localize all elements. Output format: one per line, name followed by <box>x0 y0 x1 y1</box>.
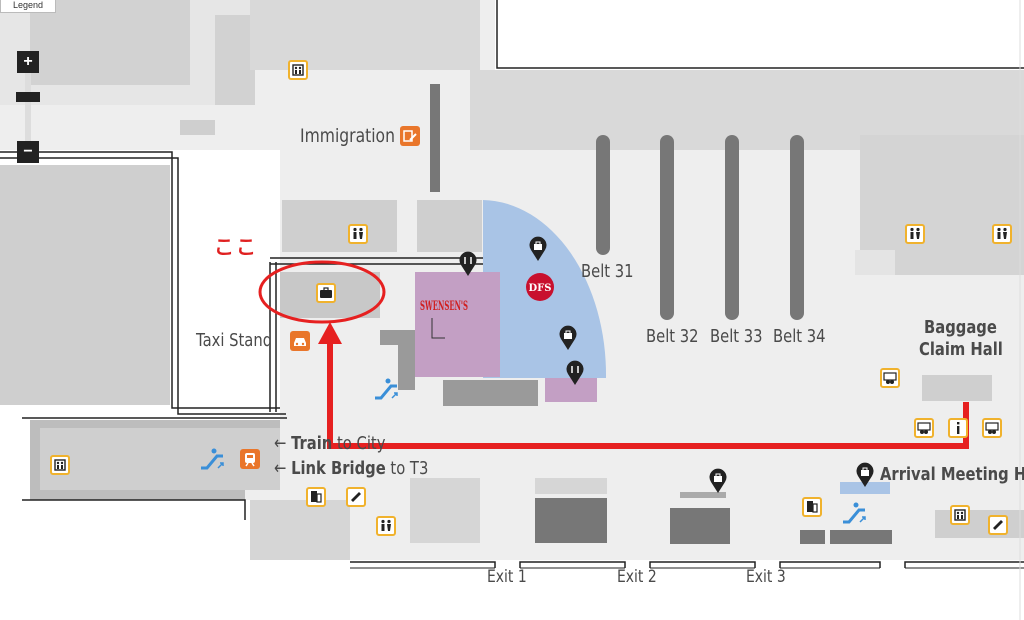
restaurant-pin-icon[interactable] <box>565 360 585 386</box>
baggage-service-icon[interactable] <box>316 283 336 303</box>
currency-exchange-icon[interactable] <box>914 418 934 438</box>
link-arrow: ← <box>274 458 292 479</box>
train-icon[interactable] <box>240 449 260 469</box>
shopping-pin-icon[interactable] <box>855 462 875 488</box>
belt-32 <box>660 135 674 320</box>
telephone-icon[interactable] <box>346 487 366 507</box>
swensens-shop <box>415 272 500 377</box>
label-claim-hall: Claim Hall <box>919 339 1003 360</box>
label-exit-3: Exit 3 <box>746 567 786 587</box>
label-arrival-meeting: Arrival Meeting Ha <box>880 464 1024 485</box>
landside-white <box>497 0 1024 68</box>
label-baggage: Baggage <box>924 317 997 338</box>
label-belt-32: Belt 32 <box>646 326 699 347</box>
currency-exchange-icon[interactable] <box>982 418 1002 438</box>
toilet-icon[interactable] <box>348 224 368 244</box>
legend-button[interactable]: Legend <box>0 0 56 13</box>
lift-icon[interactable] <box>288 60 308 80</box>
currency-exchange-icon[interactable] <box>880 368 900 388</box>
route-arrowhead <box>318 322 342 344</box>
shopping-pin-icon[interactable] <box>558 325 578 351</box>
immigration-icon[interactable] <box>400 126 420 146</box>
label-belt-33: Belt 33 <box>710 326 763 347</box>
restaurant-pin-icon[interactable] <box>458 251 478 277</box>
label-exit-2: Exit 2 <box>617 567 657 587</box>
zoom-out-button[interactable]: − <box>17 141 39 163</box>
shopping-pin-icon[interactable] <box>708 468 728 494</box>
annotation-here: ここ <box>214 235 258 259</box>
building-block-left <box>0 165 170 405</box>
escalator-icon[interactable] <box>840 500 868 528</box>
highlight-ellipse <box>258 260 386 324</box>
escalator-icon[interactable] <box>198 446 226 474</box>
atm-icon[interactable] <box>802 497 822 517</box>
label-belt-34: Belt 34 <box>773 326 826 347</box>
zoom-in-button[interactable]: + <box>17 51 39 73</box>
dfs-logo <box>526 273 554 301</box>
toilet-icon[interactable] <box>905 224 925 244</box>
exit-walls <box>350 561 1024 568</box>
zoom-slider-track[interactable] <box>25 73 31 141</box>
label-exit-1: Exit 1 <box>487 567 527 587</box>
belt-33 <box>725 135 739 320</box>
belt-34 <box>790 135 804 320</box>
label-link: Link Bridge <box>291 458 386 479</box>
label-immigration: Immigration <box>300 125 395 147</box>
lift-icon[interactable] <box>950 505 970 525</box>
dfs-logo-text: DFS <box>529 283 552 294</box>
wall-outline-left <box>0 151 280 409</box>
telephone-icon[interactable] <box>988 515 1008 535</box>
label-train-to-city: ← Train to City <box>274 435 385 453</box>
label-link-dest: to T3 <box>385 458 429 479</box>
toilet-icon[interactable] <box>992 224 1012 244</box>
shopping-pin-icon[interactable] <box>528 236 548 262</box>
label-link-bridge: ← Link Bridge to T3 <box>274 460 428 478</box>
lift-icon[interactable] <box>50 455 70 475</box>
label-belt-31: Belt 31 <box>581 261 634 282</box>
information-icon[interactable] <box>948 418 968 438</box>
train-arrow: ← <box>274 433 292 454</box>
atm-icon[interactable] <box>306 487 326 507</box>
label-taxi-stand: Taxi Stand <box>196 330 273 351</box>
label-train: Train <box>291 433 333 454</box>
escalator-icon[interactable] <box>372 376 400 404</box>
swensens-logo: SWENSEN'S <box>420 299 468 314</box>
zoom-slider-handle[interactable] <box>16 92 40 102</box>
toilet-icon[interactable] <box>376 516 396 536</box>
taxi-icon[interactable] <box>290 331 310 351</box>
label-train-dest: to City <box>332 433 386 454</box>
belt-31 <box>596 135 610 255</box>
